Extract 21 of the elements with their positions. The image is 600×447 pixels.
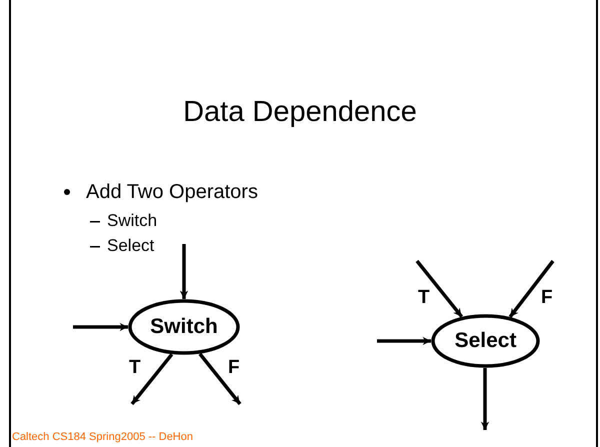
arrow (416, 260, 464, 318)
arrow (377, 336, 431, 346)
bullet-text: Add Two Operators (86, 181, 258, 204)
edge-label: F (541, 287, 553, 309)
sub-bullet-text: Select (107, 236, 154, 256)
arrow (508, 260, 554, 318)
arrow (198, 352, 242, 406)
sub-bullet-text: Switch (107, 211, 158, 231)
footer-text: Caltech CS184 Spring2005 -- DeHon (12, 431, 193, 443)
arrow (480, 368, 490, 430)
edge-label: T (129, 357, 141, 379)
edge-label: T (418, 287, 430, 309)
arrow (73, 322, 128, 332)
operator-ellipse (431, 314, 540, 368)
edge-label: F (228, 357, 240, 379)
operator-name: Select (454, 329, 516, 353)
arrow (130, 353, 174, 406)
slide-title: Data Dependence (182, 96, 418, 129)
arrow (180, 244, 188, 299)
operator-ellipse (128, 299, 240, 355)
operator-name: Switch (150, 315, 218, 339)
